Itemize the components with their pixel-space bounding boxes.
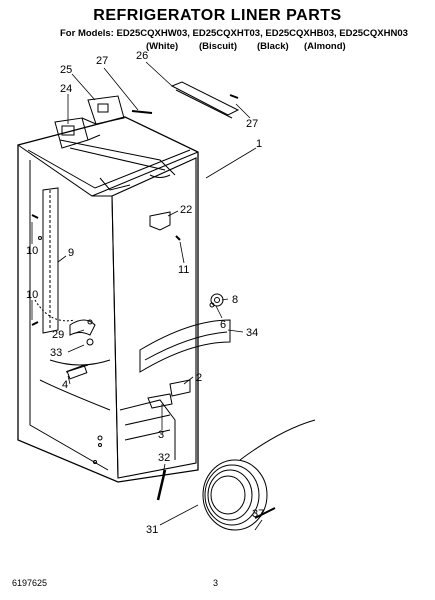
callout-6: 6 [220, 319, 226, 331]
callout-27-right: 27 [246, 118, 258, 130]
tubing-assembly [156, 419, 316, 531]
callout-labels: 25 27 26 24 27 1 22 10 9 11 8 10 6 29 34… [26, 50, 264, 536]
callout-1: 1 [256, 138, 262, 150]
callout-26: 26 [136, 50, 148, 62]
page-number: 3 [213, 578, 219, 588]
models-prefix: For Models: [60, 28, 114, 39]
callout-4: 4 [62, 379, 68, 391]
callout-2: 2 [196, 372, 202, 384]
model-list: For Models: ED25CQXHW03, ED25CQXHT03, ED… [60, 28, 408, 39]
top-bracket [54, 95, 153, 149]
lower-bracket [147, 379, 191, 409]
callout-8: 8 [232, 294, 238, 306]
callout-34: 34 [246, 327, 258, 339]
callout-27-top: 27 [96, 55, 108, 67]
callout-32: 32 [158, 452, 170, 464]
page-title: REFRIGERATOR LINER PARTS [93, 7, 342, 24]
callout-24: 24 [60, 83, 72, 95]
top-rail [170, 81, 240, 119]
right-bracket [149, 211, 181, 241]
callout-3: 3 [158, 429, 164, 441]
callout-25: 25 [60, 64, 72, 76]
color-almond: (Almond) [304, 41, 346, 52]
callout-22: 22 [180, 204, 192, 216]
liner-shell [17, 116, 199, 483]
callout-31: 31 [146, 524, 158, 536]
callout-10-lower: 10 [26, 289, 38, 301]
curved-cover [139, 319, 231, 373]
light-channel [31, 187, 59, 334]
callout-10-upper: 10 [26, 245, 38, 257]
color-black: (Black) [257, 41, 289, 52]
callout-11: 11 [178, 264, 189, 276]
callout-33: 33 [50, 347, 62, 359]
color-white: (White) [146, 41, 179, 52]
left-side-parts [65, 319, 96, 380]
grommet [209, 293, 224, 308]
callout-37: 37 [252, 508, 264, 520]
color-biscuit: (Biscuit) [199, 41, 237, 52]
document-number: 6197625 [12, 578, 48, 588]
models-numbers: ED25CQXHW03, ED25CQXHT03, ED25CQXHB03, E… [116, 28, 408, 39]
callout-9: 9 [68, 247, 74, 259]
leader-lines [31, 61, 263, 531]
callout-29: 29 [52, 329, 64, 341]
